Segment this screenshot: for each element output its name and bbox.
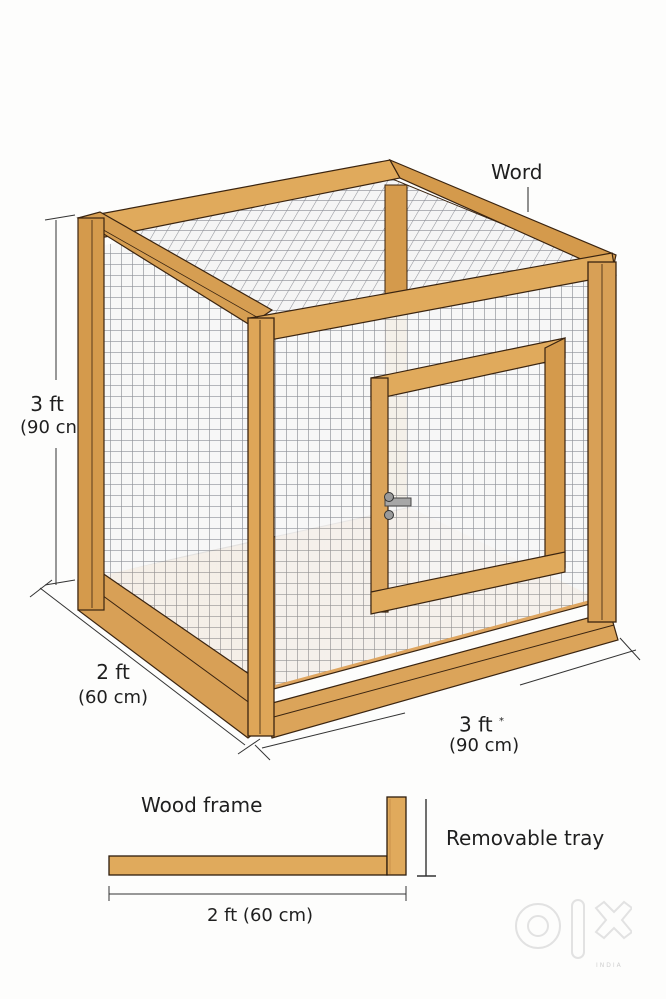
label-word: Word	[491, 160, 543, 184]
left-side-mesh	[102, 248, 250, 695]
olx-watermark: INDIA	[512, 896, 632, 976]
tray-diagram	[108, 796, 436, 901]
label-removable-tray: Removable tray	[446, 826, 605, 850]
post-front	[247, 317, 275, 737]
label-wood-frame: Wood frame	[141, 793, 263, 817]
width-dimension	[254, 637, 641, 761]
label-width-ft-text: 3 ft	[459, 712, 493, 737]
door-frame-right	[544, 337, 566, 576]
door-latch-icon	[384, 492, 412, 520]
label-tray-length: 2 ft (60 cm)	[206, 905, 314, 926]
height-dimension	[44, 214, 76, 586]
tray-upright	[386, 796, 407, 876]
depth-dimension	[29, 579, 261, 755]
top-rail-left	[76, 211, 274, 326]
door-mesh	[410, 365, 540, 583]
label-width-ft: 3 ft *	[459, 710, 504, 737]
label-width-mark: *	[498, 716, 504, 727]
door-frame-bottom	[370, 551, 566, 615]
post-back-left	[77, 217, 105, 611]
label-height-cm: (90 cn	[20, 417, 77, 438]
olx-region: INDIA	[596, 962, 623, 969]
tray-base	[108, 855, 388, 876]
label-depth-cm: (60 cm)	[77, 687, 149, 708]
label-depth-ft: 2 ft	[96, 660, 130, 684]
door-frame-left	[370, 377, 389, 613]
olx-logo-icon	[515, 899, 632, 959]
label-width-cm: (90 cm)	[449, 735, 520, 756]
label-height-ft: 3 ft	[30, 392, 64, 416]
cage-door[interactable]	[370, 337, 566, 615]
